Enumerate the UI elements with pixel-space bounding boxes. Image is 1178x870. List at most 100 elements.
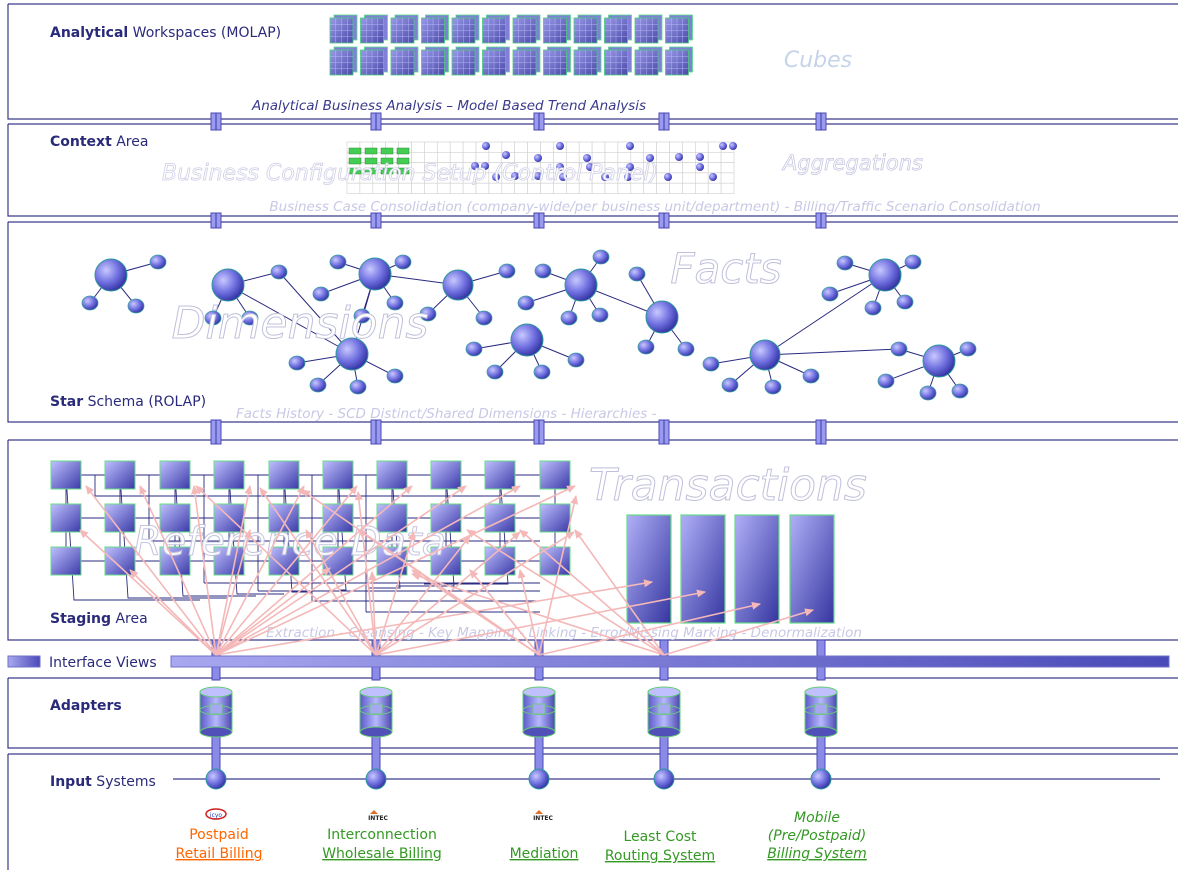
dimension-node [560,310,578,326]
dimension-node [288,355,306,371]
grid-cell [720,162,735,174]
grid-cell [682,162,696,174]
aggregation-dot [664,173,672,181]
dimension-node [486,364,504,380]
dimension-node [419,306,437,322]
dimension-node [270,264,288,280]
aggregation-dot [601,173,609,181]
dimension-node [312,286,330,302]
dimension-node [329,254,347,270]
load-arrow [411,569,540,656]
reference-table [104,503,136,533]
load-arrow [259,487,377,656]
intec-logo-mediation: INTEC [533,815,553,822]
load-arrow [538,601,761,656]
grid-cell [720,152,735,163]
context-caption: Business Case Consolidation (company-wid… [269,199,1040,215]
reference-table [50,546,82,576]
dimension-node [534,263,552,279]
dimension-node [309,377,327,393]
dimension-node [864,300,882,316]
grid-cell [682,141,696,153]
dimension-node [517,295,535,311]
schema-edge [278,271,353,355]
adapter-badge [209,703,223,715]
grid-cell [669,182,683,194]
postpaid-line2[interactable]: Retail Billing [176,846,263,862]
load-arrow [195,485,377,656]
reference-table [539,460,571,490]
reference-table [50,503,82,533]
postpaid-line1: Postpaid [189,827,249,843]
dimension-node [904,254,922,270]
grid-cell [694,172,709,184]
aggregation-dot [556,163,564,171]
grid-cell [656,141,670,153]
adapter-cylinder-3 [647,691,681,733]
dimension-node [721,377,739,393]
load-arrow [305,529,377,656]
dimension-node [592,249,610,265]
interconnection-line1: Interconnection [327,827,437,843]
adapter-bottom [359,726,393,738]
dimension-node [386,368,404,384]
grid-cell [501,141,515,153]
source-mobile: Mobile (Pre/Postpaid) Billing System [767,810,867,862]
star-schema-network [81,249,977,401]
dimension-node [919,385,937,401]
load-arrow [215,529,252,656]
grid-cell [720,182,735,194]
source-lcr: Least Cost Routing System [605,829,715,864]
dimensions-label: Dimensions [172,298,429,349]
grid-cell [720,172,735,184]
fact-node [868,258,902,292]
olap-cubes-icon [329,14,693,76]
staging-grid [50,460,835,624]
grid-cell [514,141,528,153]
aggregation-dot [719,142,727,150]
load-arrows [79,485,814,656]
schema-edge [764,348,900,356]
cubes-label: Cubes [784,48,852,73]
mobile-line3[interactable]: Billing System [767,846,867,862]
lcr-line1: Least Cost [623,829,697,845]
intec-logo: INTEC [368,815,388,822]
load-arrow [375,535,471,656]
load-arrow [574,529,665,656]
dimension-node [533,364,551,380]
schema-edge [764,274,886,356]
adapter-top [804,686,838,698]
reference-table [213,460,245,490]
dimension-node [386,295,404,311]
load-arrow [215,485,576,656]
schema-edge [227,284,353,355]
reference-table [268,460,300,490]
grid-cell [669,141,683,153]
interface-views-label: Interface Views [49,655,157,671]
dimension-node [353,308,371,324]
config-cell [380,147,394,155]
interconnection-line2[interactable]: Wholesale Billing [322,846,442,862]
reference-table [484,460,516,490]
dimension-node [567,352,585,368]
load-arrow [411,572,665,656]
aggregation-dot [624,173,632,181]
reference-table [430,460,462,490]
aggregation-dot [709,173,717,181]
grid-cell [424,141,438,153]
lcr-line2[interactable]: Routing System [605,848,715,864]
adapter-badge [532,703,546,715]
mediation-line2[interactable]: Mediation [510,846,579,862]
aggregation-dot [696,163,704,171]
fact-node [564,268,598,302]
aggregation-dot [556,142,564,150]
fact-node [94,258,128,292]
load-arrow [375,531,416,656]
control-panel-grid [346,141,737,194]
aggregation-dot [481,162,489,170]
grid-cell [462,141,477,153]
dimension-node [628,266,646,282]
business-configuration-label: Business Configuration Setup (Control Pa… [162,161,658,186]
grid-cell [682,152,696,163]
load-arrow [139,485,217,656]
